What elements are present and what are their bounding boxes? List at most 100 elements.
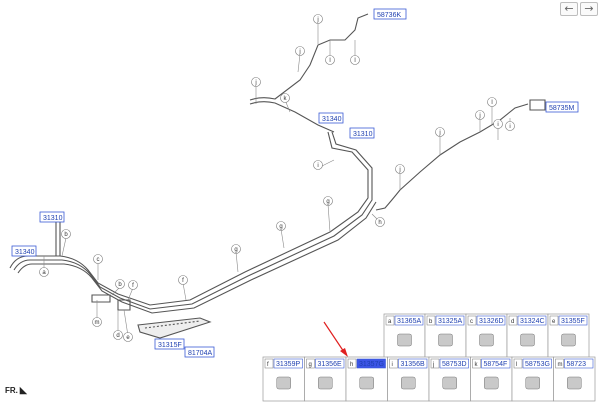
svg-text:e: e: [552, 319, 556, 325]
callout-bubble-j[interactable]: j: [251, 77, 261, 87]
svg-text:f: f: [182, 278, 184, 284]
svg-text:f: f: [132, 283, 134, 289]
svg-text:31325A: 31325A: [438, 318, 462, 325]
callout-bubble-i[interactable]: i: [313, 160, 323, 170]
vapor-line: [249, 13, 369, 101]
callout-bubble-g[interactable]: g: [323, 196, 333, 206]
front-direction-label: FR.◣: [5, 385, 27, 395]
part-label-58735M[interactable]: 58735M: [545, 101, 579, 113]
part-label-58736K[interactable]: 58736K: [373, 8, 407, 20]
part-label-81704A[interactable]: 81704A: [184, 346, 215, 358]
callout-bubble-l[interactable]: l: [350, 55, 360, 65]
part-thumbnail-icon: [561, 333, 576, 347]
fuel-pipe: [17, 201, 377, 314]
svg-text:31310: 31310: [353, 131, 373, 138]
callout-bubble-g[interactable]: g: [231, 244, 241, 254]
part-label-31340-top[interactable]: 31340: [318, 112, 344, 124]
fuel-pipe: [9, 131, 369, 306]
svg-text:e: e: [126, 335, 130, 341]
vapor-line: [375, 103, 529, 211]
svg-text:l: l: [491, 100, 492, 106]
svg-text:a: a: [388, 319, 392, 325]
svg-text:31324C: 31324C: [520, 318, 545, 325]
callout-bubble-f[interactable]: f: [128, 280, 138, 290]
callout-bubble-g[interactable]: g: [276, 221, 286, 231]
svg-text:j: j: [438, 130, 440, 136]
part-thumbnail-icon: [318, 376, 333, 390]
callout-bubble-i[interactable]: i: [493, 119, 503, 129]
part-thumbnail-icon: [484, 376, 499, 390]
svg-text:58736K: 58736K: [377, 12, 401, 19]
svg-text:i: i: [392, 362, 393, 368]
svg-text:j: j: [478, 113, 480, 119]
svg-text:j: j: [398, 167, 400, 173]
svg-text:l: l: [516, 362, 517, 368]
callout-bubble-j[interactable]: j: [313, 14, 323, 24]
callout-bubble-a[interactable]: a: [39, 267, 49, 277]
part-label-31340-left[interactable]: 31340: [11, 245, 37, 257]
callout-bubble-b[interactable]: b: [115, 279, 125, 289]
clip: [117, 299, 131, 311]
indicator-arrow-head: [340, 348, 348, 357]
legend-cell-g[interactable]: g 31356E: [304, 356, 347, 402]
legend-cell-b[interactable]: b 31325A: [424, 313, 467, 359]
part-thumbnail-icon: [397, 333, 412, 347]
part-label-31310-top[interactable]: 31310: [349, 127, 375, 139]
callout-bubble-f[interactable]: f: [178, 275, 188, 285]
svg-text:81704A: 81704A: [188, 350, 212, 357]
callout-bubble-c[interactable]: c: [93, 254, 103, 264]
svg-text:31340: 31340: [15, 249, 35, 256]
svg-text:d: d: [116, 333, 119, 339]
svg-text:m: m: [95, 320, 100, 326]
svg-text:i: i: [497, 122, 498, 128]
callout-bubble-k[interactable]: k: [280, 93, 290, 103]
svg-text:k: k: [284, 96, 288, 102]
svg-text:b: b: [429, 319, 433, 325]
svg-text:31356B: 31356B: [401, 361, 425, 368]
svg-text:31359P: 31359P: [276, 361, 300, 368]
part-thumbnail-icon: [567, 376, 582, 390]
svg-text:g: g: [234, 247, 237, 253]
callout-bubble-h[interactable]: h: [375, 217, 385, 227]
part-thumbnail-icon: [359, 376, 374, 390]
part-label-31310-left[interactable]: 31310: [39, 211, 65, 223]
next-arrow-button[interactable]: →: [580, 2, 598, 16]
callout-bubble-i[interactable]: i: [505, 121, 515, 131]
svg-text:h: h: [378, 220, 381, 226]
callout-bubble-j[interactable]: j: [295, 46, 305, 56]
part-label-31315F[interactable]: 31315F: [154, 338, 185, 350]
svg-text:g: g: [309, 362, 312, 368]
svg-text:h: h: [350, 362, 353, 368]
svg-text:58735M: 58735M: [549, 105, 574, 112]
legend-cell-i[interactable]: i 31356B: [387, 356, 430, 402]
callout-bubble-e[interactable]: e: [123, 332, 133, 342]
prev-arrow-button[interactable]: ←: [560, 2, 578, 16]
part-thumbnail-icon: [442, 376, 457, 390]
callout-bubble-j[interactable]: j: [395, 164, 405, 174]
svg-text:31356E: 31356E: [318, 361, 342, 368]
fuel-pipe: [13, 131, 373, 310]
svg-text:g: g: [326, 199, 329, 205]
callout-bubble-j[interactable]: j: [475, 110, 485, 120]
callout-bubble-m[interactable]: m: [92, 317, 102, 327]
callout-bubble-j[interactable]: j: [435, 127, 445, 137]
callout-bubble-l[interactable]: l: [325, 55, 335, 65]
svg-text:31357G: 31357G: [359, 361, 384, 368]
callout-bubble-d[interactable]: d: [113, 330, 123, 340]
callout-bubble-l[interactable]: l: [487, 97, 497, 107]
callout-bubble-b[interactable]: b: [61, 229, 71, 239]
legend-cell-h[interactable]: h 31357G: [345, 356, 388, 402]
vapor-line: [529, 99, 546, 111]
